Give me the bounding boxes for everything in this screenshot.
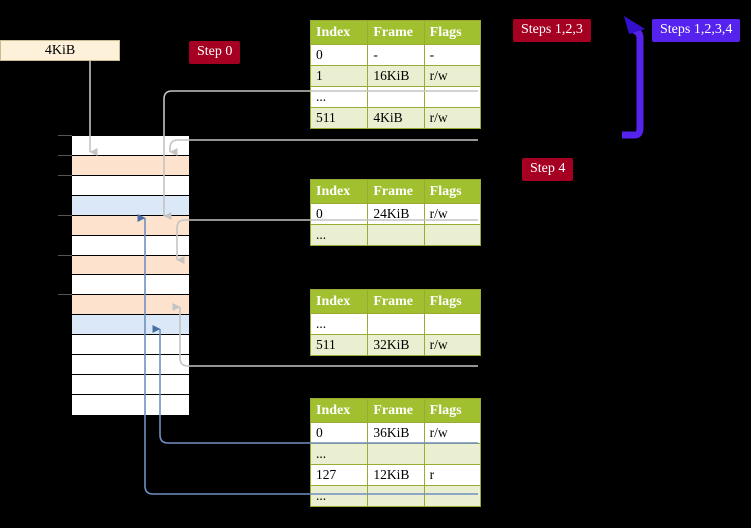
step-4-label: Step 4 <box>530 161 566 176</box>
table-cell: 4KiB <box>367 107 425 129</box>
arrow-level4-row127-to-memory <box>137 214 478 495</box>
table-cell <box>367 313 425 335</box>
table-row: ... <box>309 485 482 507</box>
table-row: ... <box>309 313 482 335</box>
col-header-index: Index <box>309 20 369 45</box>
arrow-level1-row1-to-memory <box>163 90 478 220</box>
table-cell: 127 <box>309 464 369 486</box>
steps-1234-badge: Steps 1,2,3,4 <box>652 19 741 42</box>
memory-frame-row <box>72 295 189 316</box>
table-cell: - <box>423 44 482 66</box>
table-row: ... <box>309 224 482 246</box>
table-cell: r <box>423 464 482 486</box>
table-cell: 36KiB <box>367 422 425 444</box>
memory-size-label: 4KiB <box>44 43 76 58</box>
step-4-badge: Step 4 <box>522 158 574 181</box>
table-cell: 32KiB <box>367 334 425 356</box>
memory-scale-tick <box>58 214 72 216</box>
table-cell: r/w <box>423 65 482 87</box>
col-header-index: Index <box>309 398 369 423</box>
steps-123-badge: Steps 1,2,3 <box>513 19 591 42</box>
memory-frame-row <box>72 136 189 156</box>
col-header-flags: Flags <box>423 289 482 314</box>
col-header-index: Index <box>309 179 369 204</box>
memory-frame-row <box>72 195 189 216</box>
memory-frame-row <box>72 235 189 256</box>
table-cell <box>423 313 482 335</box>
table-cell: r/w <box>423 422 482 444</box>
table-cell: ... <box>309 224 369 246</box>
steps-flow-arrowhead-icon <box>624 16 645 34</box>
table-cell: r/w <box>423 107 482 129</box>
table-cell <box>423 485 482 507</box>
memory-scale-tick <box>58 174 72 176</box>
memory-frame-row <box>72 215 189 236</box>
step-0-label: Step 0 <box>197 44 233 59</box>
table-cell: r/w <box>423 334 482 356</box>
table-cell <box>423 443 482 465</box>
arrow-level3-to-memory <box>172 303 478 367</box>
col-header-frame: Frame <box>367 20 425 45</box>
memory-scale-tick <box>58 154 72 156</box>
memory-scale-tick <box>58 135 72 136</box>
table-cell <box>367 485 425 507</box>
table-cell: 16KiB <box>367 65 425 87</box>
step-0-badge: Step 0 <box>189 41 241 64</box>
steps-flow-arrow <box>622 25 644 139</box>
memory-scale-tick <box>58 254 72 256</box>
table-cell: ... <box>309 485 369 507</box>
table-cell <box>367 224 425 246</box>
memory-frame-row <box>72 175 189 196</box>
table-cell: ... <box>309 443 369 465</box>
table-cell: 12KiB <box>367 464 425 486</box>
memory-frame-row <box>72 155 189 176</box>
memory-scale-tick <box>58 294 72 296</box>
table-cell <box>423 224 482 246</box>
col-header-flags: Flags <box>423 398 482 423</box>
arrow-level1-to-memory <box>169 139 478 156</box>
physical-memory-column <box>71 135 190 416</box>
col-header-frame: Frame <box>367 179 425 204</box>
table-cell: 0 <box>309 422 369 444</box>
col-header-frame: Frame <box>367 289 425 314</box>
arrow-level4-row0-to-memory <box>152 325 478 444</box>
col-header-index: Index <box>309 289 369 314</box>
memory-frame-row <box>72 275 189 296</box>
table-cell: 511 <box>309 334 369 356</box>
steps-1234-label: Steps 1,2,3,4 <box>660 22 733 37</box>
steps-123-label: Steps 1,2,3 <box>521 22 583 37</box>
memory-size-box: 4KiB <box>0 40 120 61</box>
arrow-level2-to-memory <box>176 219 478 264</box>
table-cell: ... <box>309 313 369 335</box>
col-header-flags: Flags <box>423 20 482 45</box>
col-header-frame: Frame <box>367 398 425 423</box>
memory-frame-row <box>72 255 189 276</box>
table-cell: 511 <box>309 107 369 129</box>
col-header-flags: Flags <box>423 179 482 204</box>
table-cell: 1 <box>309 65 369 87</box>
table-row: 0-- <box>309 44 482 66</box>
table-row: ... <box>309 443 482 465</box>
